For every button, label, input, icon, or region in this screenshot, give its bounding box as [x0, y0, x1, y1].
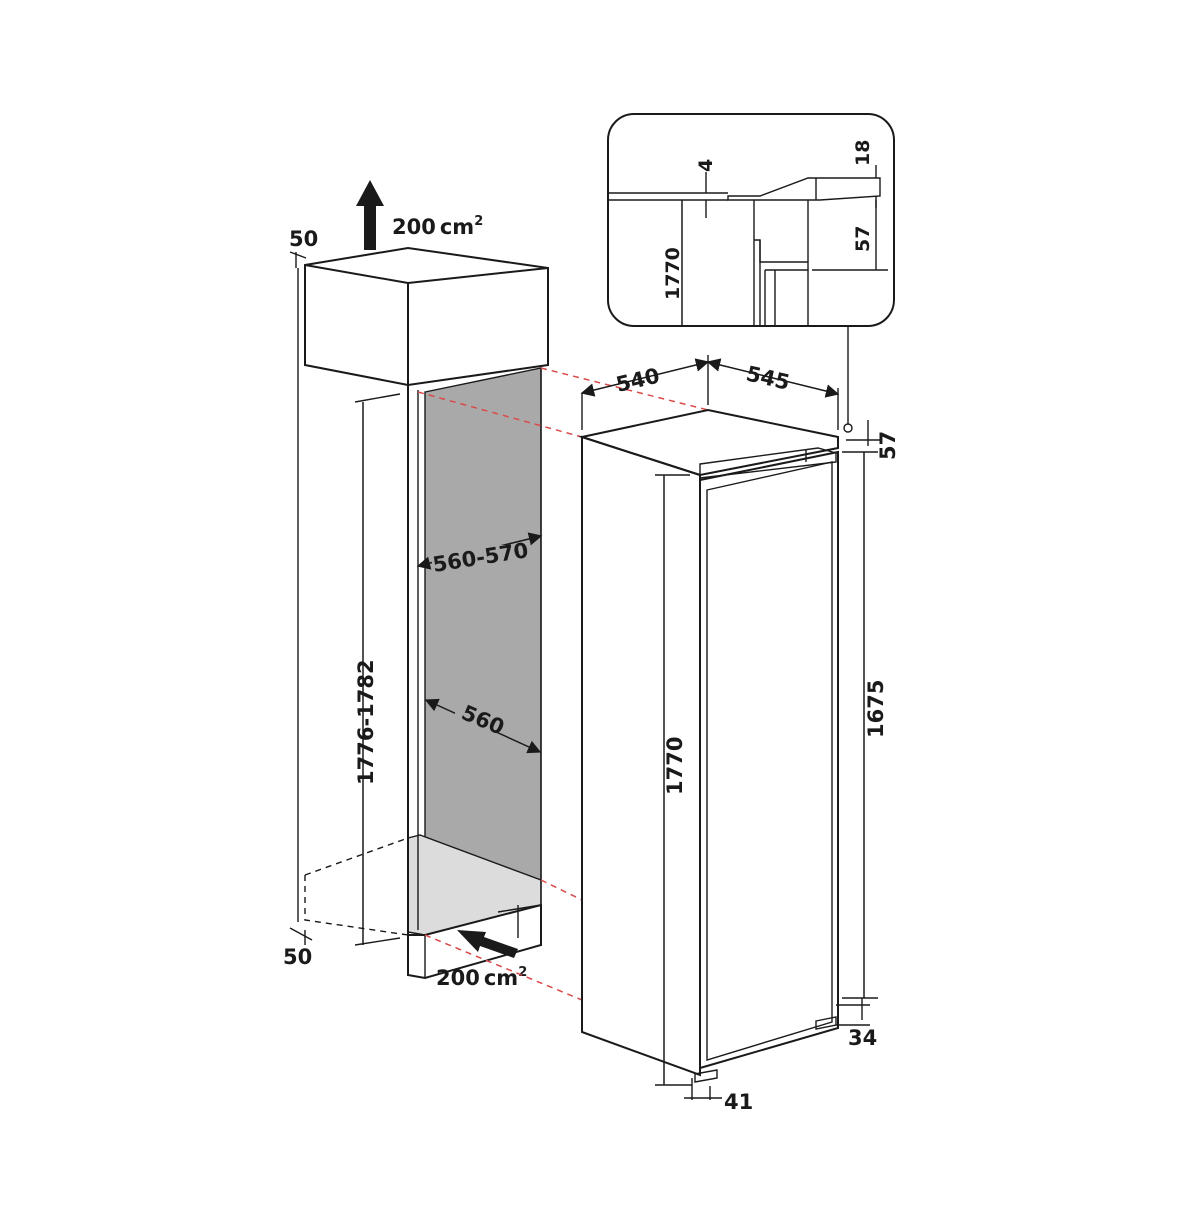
top-gap-label: 57: [876, 431, 900, 460]
dim-door-height: 1675: [842, 451, 888, 999]
dim-door-bottom-offset: 34: [836, 998, 877, 1050]
detail-gap-top-label: 4: [695, 159, 717, 172]
cabinet-niche: [297, 246, 549, 980]
arrow-diagonal-icon: [457, 930, 518, 958]
appliance: [578, 408, 839, 1083]
bottom-offset-label: 50: [283, 945, 312, 969]
appliance-top-cover: [699, 447, 837, 479]
niche-back-panel: [424, 367, 542, 913]
appliance-front: [581, 435, 701, 1077]
detail-callout-point: [843, 423, 853, 433]
appliance-foot-left: [694, 1069, 718, 1083]
bottom-vent-sup: 2: [518, 965, 527, 980]
cabinet-top-box: [304, 246, 549, 387]
detail-height-label: 1770: [662, 247, 684, 300]
detail-inset: 1770 4 18 57: [607, 113, 895, 327]
bottom-vent-unit: cm: [484, 966, 518, 990]
top-vent-area: 200: [392, 215, 436, 239]
appliance-depth-label: 545: [744, 361, 792, 394]
top-offset-label: 50: [289, 227, 318, 251]
dim-base-offset: 41: [684, 1078, 753, 1114]
appliance-door: [699, 450, 839, 1070]
alignment-guides: [417, 367, 709, 1001]
dim-bottom-offset: 50: [283, 927, 313, 969]
appliance-width-label: 540: [614, 364, 662, 397]
niche-height-label: 1776-1782: [354, 659, 378, 785]
top-vent-unit: cm: [440, 215, 474, 239]
appliance-foot-right: [815, 1016, 837, 1030]
dim-appliance-depth: 545: [706, 358, 840, 430]
detail-gap-label: 57: [852, 226, 874, 252]
appliance-height-label: 1770: [663, 737, 687, 795]
dim-appliance-width: 540: [580, 355, 710, 430]
arrow-up-icon: [356, 180, 384, 250]
appliance-top: [578, 408, 839, 477]
door-bottom-offset-label: 34: [848, 1026, 877, 1050]
door-height-label: 1675: [864, 680, 888, 738]
dim-top-offset: 50: [289, 227, 318, 268]
detail-top-profile: [727, 177, 881, 201]
bottom-vent-area: 200: [436, 966, 480, 990]
detail-frame: [607, 113, 895, 327]
detail-thickness-label: 18: [852, 140, 874, 166]
dim-niche-height: 1776-1782: [354, 393, 401, 946]
dim-top-gap: 57: [843, 326, 900, 460]
dim-niche-width: 560-570: [416, 532, 543, 577]
base-offset-label: 41: [724, 1090, 753, 1114]
dim-appliance-height: 1770: [655, 474, 692, 1086]
top-vent-sup: 2: [474, 214, 483, 229]
